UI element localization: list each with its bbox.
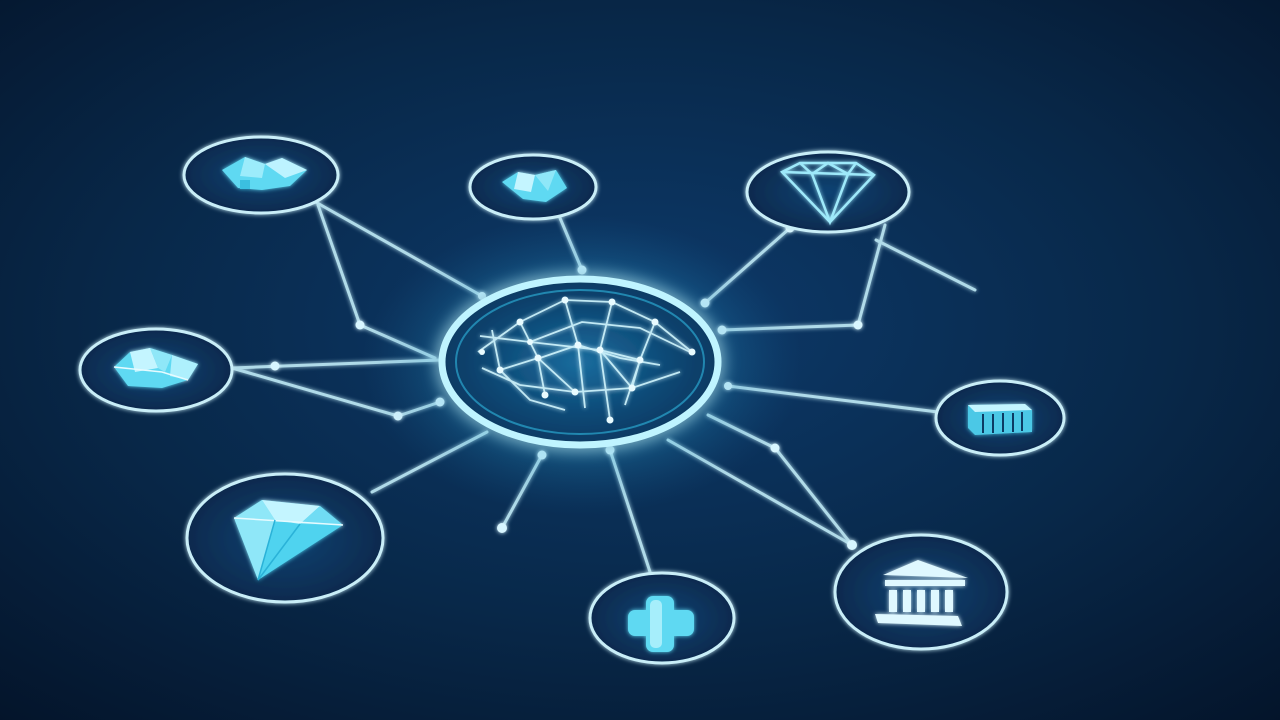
bank-building-icon [875,560,968,626]
globe-nodes [479,296,696,424]
top-left-node [182,135,340,215]
crystal-icon [502,170,567,202]
top-center-node [468,153,598,221]
bottom-right-node [833,533,1009,651]
top-right-node [745,150,911,234]
diamond-icon [233,500,344,581]
hub [362,215,802,515]
right-node [934,379,1066,457]
diamond-outline-icon [779,161,876,226]
puzzle-cube-icon [222,157,307,190]
server-blocks-icon [968,404,1032,435]
gem-cluster-icon [113,348,198,388]
plus-icon [628,596,694,652]
left-node [78,327,234,413]
bottom-left-node [185,472,385,604]
bottom-center-node [588,571,736,665]
